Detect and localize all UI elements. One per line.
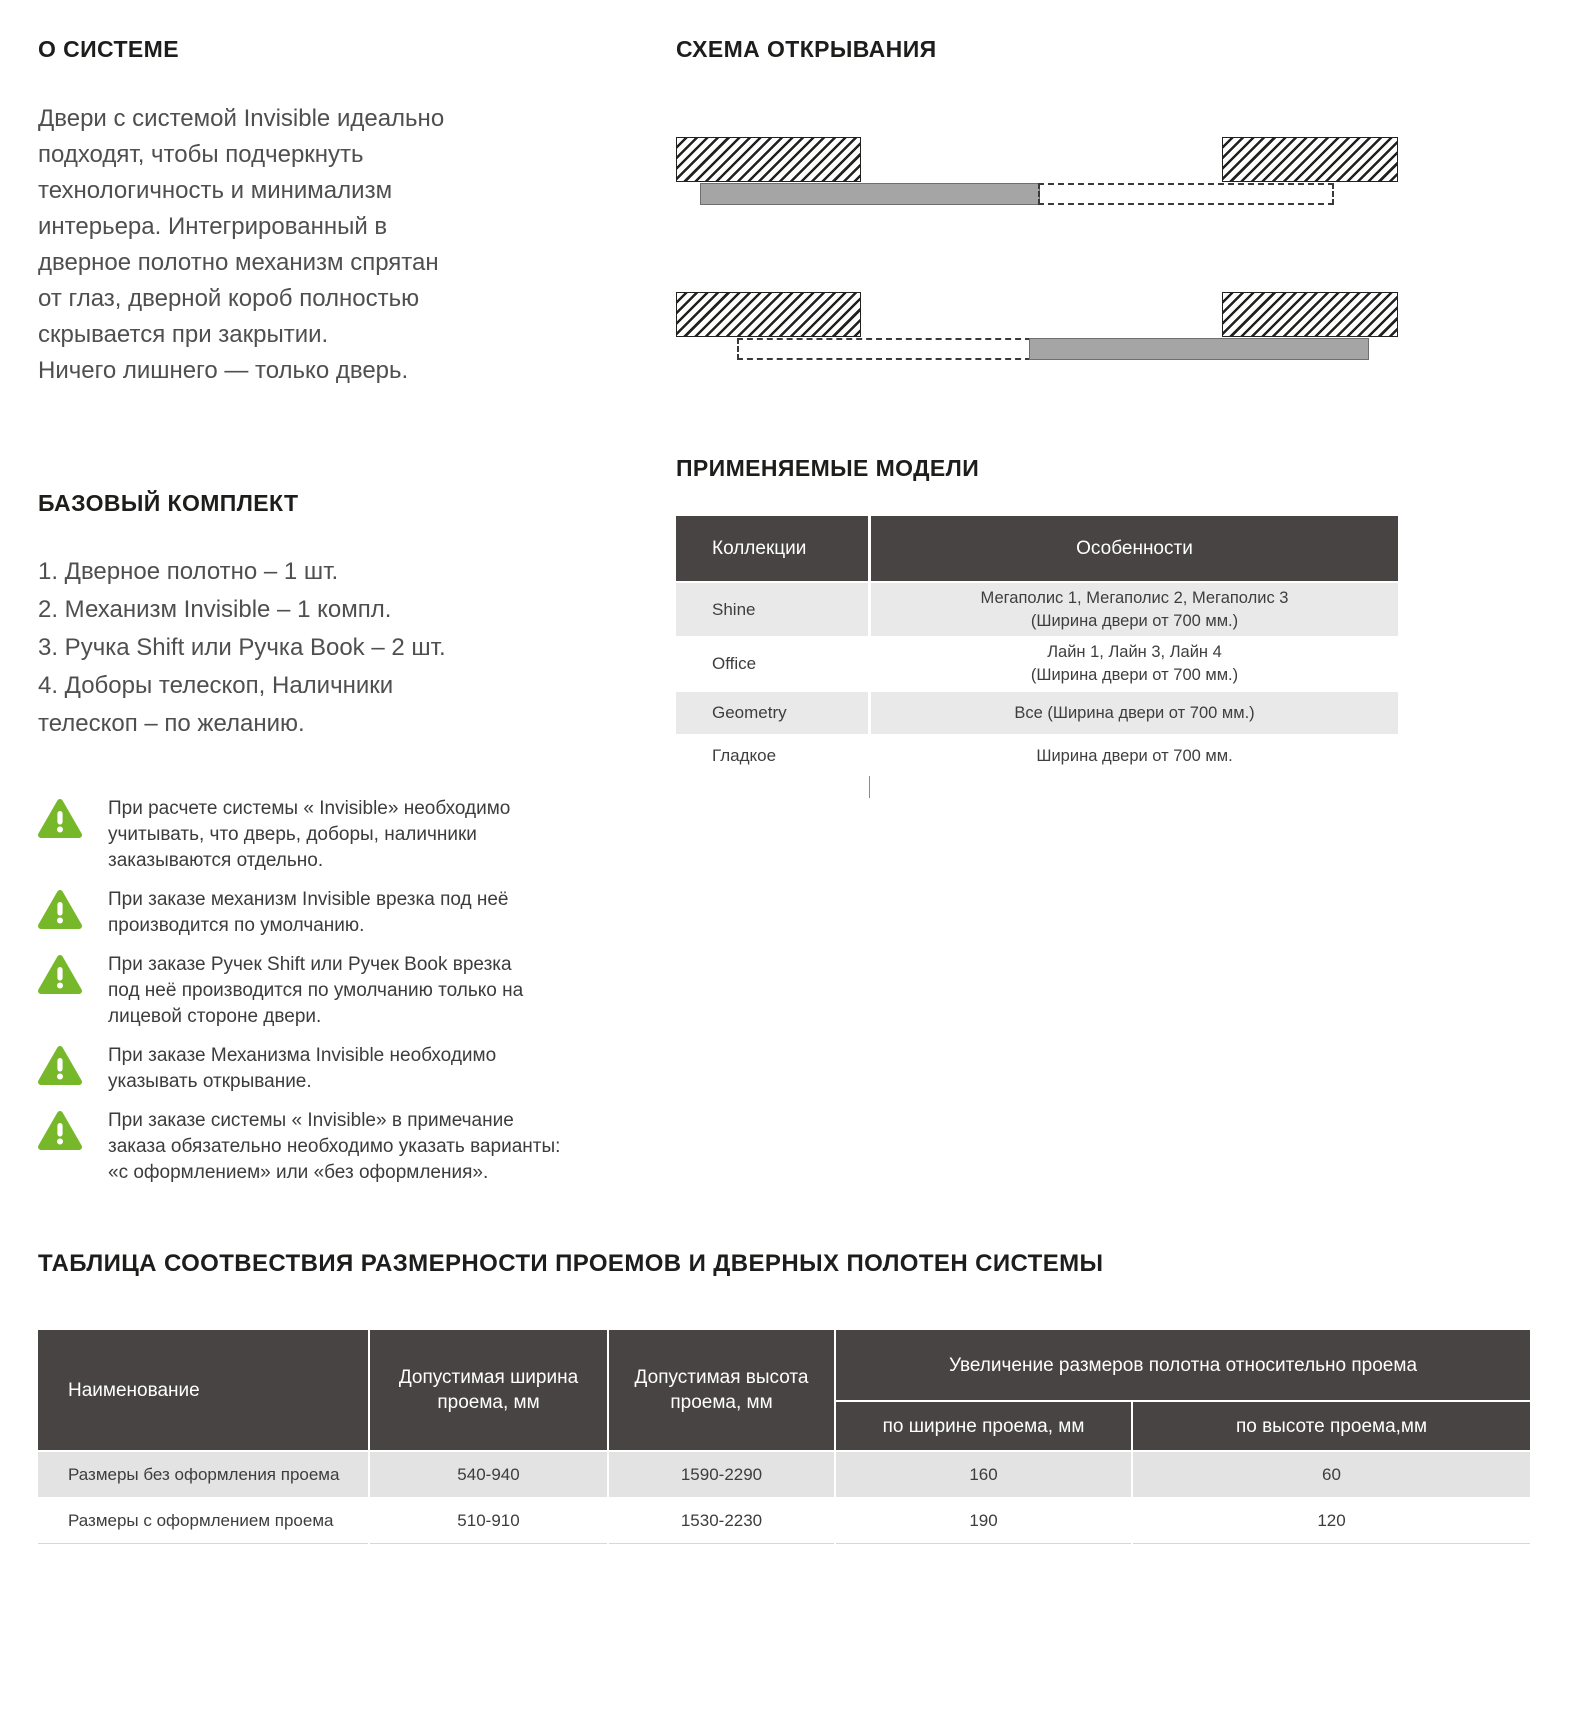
warnings-list: При расчете системы « Invisible» необход… — [38, 796, 583, 1199]
diagram1-wall-right-hatch — [1222, 137, 1398, 182]
size-row-width: 510-910 — [370, 1499, 607, 1544]
model-features: Все (Ширина двери от 700 мм.) — [871, 692, 1398, 734]
warning-text: При заказе Механизма Invisible необходим… — [108, 1045, 497, 1092]
warning-text: При заказе механизм Invisible врезка под… — [108, 889, 509, 936]
warning-icon — [38, 798, 82, 843]
diagram1-door-ghost-outline — [1038, 183, 1334, 205]
kit-item: 4. Доборы телескоп, Наличники телескоп –… — [38, 672, 394, 737]
warning-icon — [38, 1045, 82, 1090]
warning-text: При заказе Ручек Shift или Ручек Book вр… — [108, 954, 524, 1027]
size-row-name: Размеры с оформлением проема — [38, 1499, 368, 1544]
models-table: Коллекции Особенности Shine Мегаполис 1,… — [676, 516, 1398, 776]
size-row-by-height: 60 — [1133, 1452, 1530, 1497]
about-section: О СИСТЕМЕ Двери с системой Invisible иде… — [38, 36, 558, 389]
model-features: Ширина двери от 700 мм. — [1036, 746, 1233, 765]
warning-item: При заказе Механизма Invisible необходим… — [38, 1043, 583, 1095]
kit-section: БАЗОВЫЙ КОМПЛЕКТ 1. Дверное полотно – 1 … — [38, 490, 578, 743]
size-row-by-width: 160 — [836, 1452, 1131, 1497]
size-row-by-width: 190 — [836, 1499, 1131, 1544]
kit-item: 2. Механизм Invisible – 1 компл. — [38, 596, 392, 623]
model-collection: Гладкое — [712, 746, 777, 765]
sizes-header-group: Увеличение размеров полотна относительно… — [836, 1330, 1530, 1400]
warning-icon — [38, 889, 82, 934]
diagram1-wall-left-hatch — [676, 137, 861, 182]
models-title: ПРИМЕНЯЕМЫЕ МОДЕЛИ — [676, 455, 980, 481]
column-divider-tail — [869, 776, 870, 798]
sizes-header-name: Наименование — [38, 1330, 368, 1450]
diagram2-wall-right-hatch — [1222, 292, 1398, 337]
diagram2-door-panel — [1029, 338, 1369, 360]
models-section: ПРИМЕНЯЕМЫЕ МОДЕЛИ Коллекции Особенности… — [676, 455, 1398, 798]
models-header-collection: Коллекции — [676, 516, 868, 581]
scheme-section: СХЕМА ОТКРЫВАНИЯ — [676, 36, 1398, 436]
model-collection: Office — [712, 654, 757, 673]
size-row-height: 1590-2290 — [609, 1452, 834, 1497]
size-row-by-height: 120 — [1133, 1499, 1530, 1544]
sizes-header-by-height: по высоте проема,мм — [1133, 1402, 1530, 1450]
models-table-wrap: Коллекции Особенности Shine Мегаполис 1,… — [676, 516, 1398, 798]
warning-item: При заказе системы « Invisible» в примеч… — [38, 1108, 583, 1186]
warning-icon — [38, 1110, 82, 1155]
warning-item: При заказе Ручек Shift или Ручек Book вр… — [38, 952, 583, 1030]
about-text: Двери с системой Invisible идеально подх… — [38, 105, 445, 384]
kit-item: 3. Ручка Shift или Ручка Book – 2 шт. — [38, 634, 446, 661]
warning-item: При заказе механизм Invisible врезка под… — [38, 887, 583, 939]
about-title: О СИСТЕМЕ — [38, 36, 179, 62]
size-row-height: 1530-2230 — [609, 1499, 834, 1544]
sizes-title: ТАБЛИЦА СООТВЕСТВИЯ РАЗМЕРНОСТИ ПРОЕМОВ … — [38, 1250, 1104, 1277]
sizes-table: Наименование Допустимая ширина проема, м… — [38, 1330, 1530, 1544]
model-features: Мегаполис 1, Мегаполис 2, Мегаполис 3 (Ш… — [871, 583, 1398, 636]
warning-text: При расчете системы « Invisible» необход… — [108, 798, 511, 871]
diagram2-door-ghost-outline — [737, 338, 1031, 360]
sizes-header-by-width: по ширине проема, мм — [836, 1402, 1131, 1450]
size-row-name: Размеры без оформления проема — [38, 1452, 368, 1497]
model-collection: Geometry — [676, 692, 868, 734]
kit-item: 1. Дверное полотно – 1 шт. — [38, 558, 339, 585]
scheme-title: СХЕМА ОТКРЫВАНИЯ — [676, 36, 937, 62]
size-row-width: 540-940 — [370, 1452, 607, 1497]
models-header-features: Особенности — [871, 516, 1398, 581]
kit-title: БАЗОВЫЙ КОМПЛЕКТ — [38, 490, 299, 516]
diagram2-wall-left-hatch — [676, 292, 861, 337]
warning-item: При расчете системы « Invisible» необход… — [38, 796, 583, 874]
kit-list: 1. Дверное полотно – 1 шт. 2. Механизм I… — [38, 553, 578, 743]
model-collection: Shine — [676, 583, 868, 636]
model-features: Лайн 1, Лайн 3, Лайн 4 (Ширина двери от … — [1030, 643, 1239, 684]
sizes-header-height: Допустимая высота проема, мм — [609, 1330, 834, 1450]
warning-icon — [38, 954, 82, 999]
sizes-section: ТАБЛИЦА СООТВЕСТВИЯ РАЗМЕРНОСТИ ПРОЕМОВ … — [38, 1250, 1530, 1544]
warning-text: При заказе системы « Invisible» в примеч… — [108, 1110, 561, 1183]
sizes-header-width: Допустимая ширина проема, мм — [370, 1330, 607, 1450]
diagram1-door-panel — [700, 183, 1040, 205]
